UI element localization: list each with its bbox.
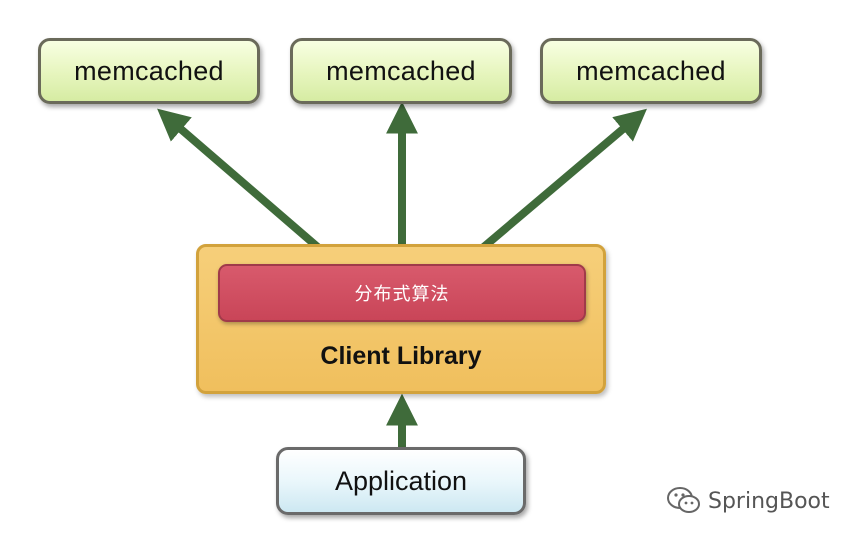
watermark: SpringBoot: [666, 485, 830, 517]
arrow-to-memcached-1: [157, 108, 338, 266]
watermark-text: SpringBoot: [708, 488, 830, 514]
arrow-to-memcached-3: [463, 108, 647, 266]
application-label: Application: [334, 465, 468, 496]
memcached-node-2: memcached: [290, 38, 512, 104]
memcached-node-3-label: memcached: [576, 55, 726, 86]
wechat-icon: [667, 487, 700, 513]
memcached-node-1-label: memcached: [74, 55, 224, 86]
memcached-node-3: memcached: [540, 38, 762, 104]
memcached-node-2-label: memcached: [326, 55, 476, 86]
distributed-algorithm-label: 分布式算法: [354, 284, 450, 305]
client-library-label: Client Library: [320, 342, 482, 370]
memcached-node-1: memcached: [38, 38, 260, 104]
distributed-algorithm-box: 分布式算法: [218, 264, 586, 322]
application-box: Application: [276, 447, 526, 515]
